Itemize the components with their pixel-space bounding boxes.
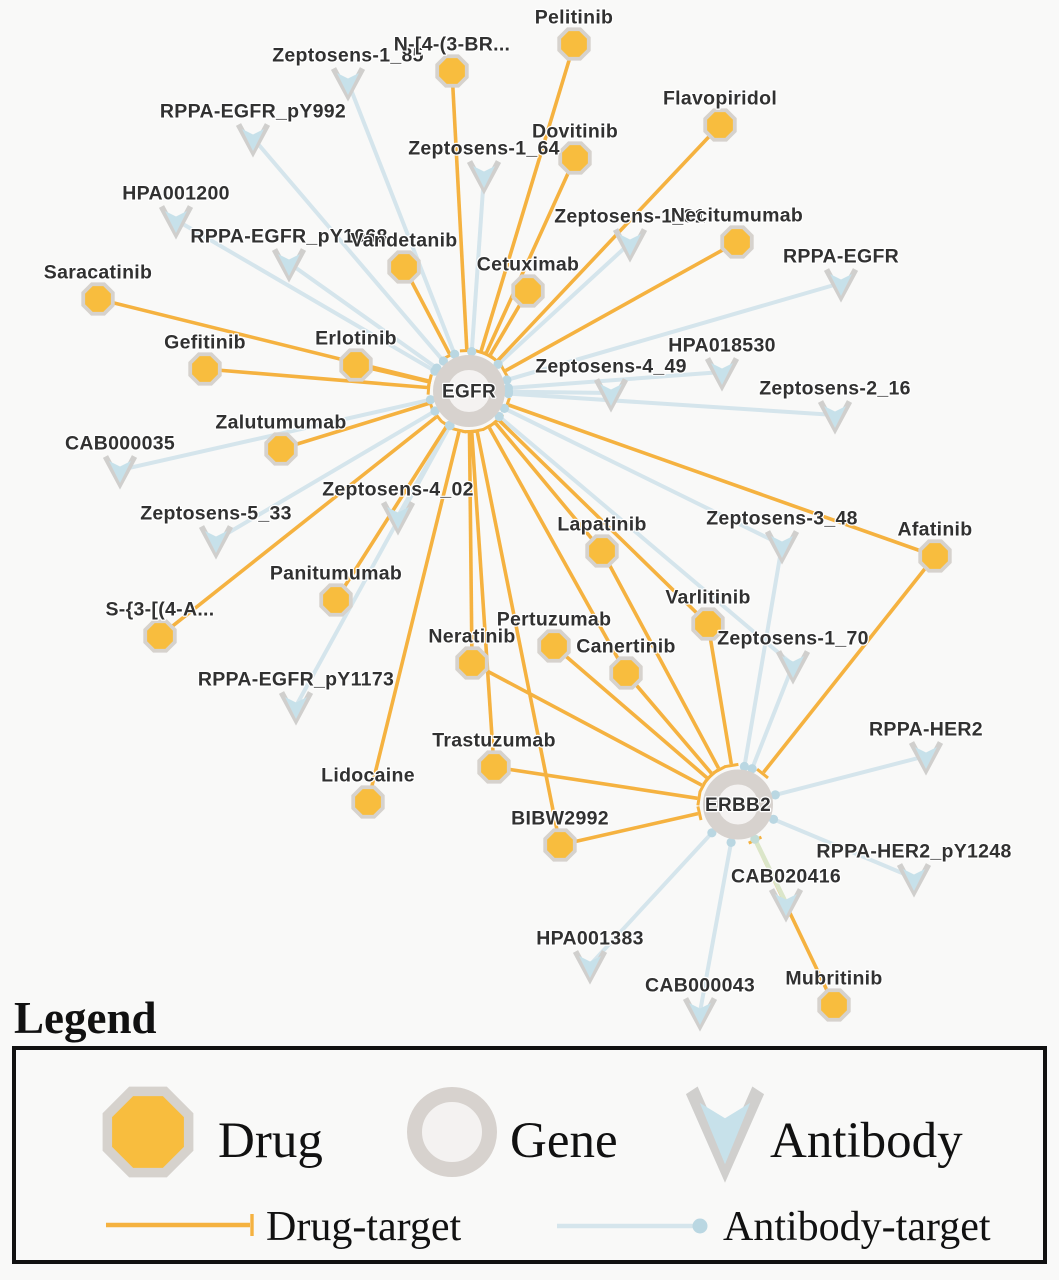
svg-text:RPPA-HER2: RPPA-HER2 — [869, 719, 983, 741]
svg-text:Lapatinib: Lapatinib — [557, 514, 646, 536]
svg-text:Zalutumumab: Zalutumumab — [215, 412, 346, 434]
svg-text:RPPA-EGFR_pY1173: RPPA-EGFR_pY1173 — [198, 669, 394, 691]
svg-text:Panitumumab: Panitumumab — [270, 563, 402, 585]
svg-text:HPA018530: HPA018530 — [668, 335, 776, 357]
svg-text:Cetuximab: Cetuximab — [477, 254, 579, 276]
svg-text:Flavopiridol: Flavopiridol — [663, 88, 777, 110]
svg-text:Drug-target: Drug-target — [266, 1204, 461, 1250]
svg-text:BIBW2992: BIBW2992 — [511, 808, 609, 830]
svg-text:Antibody-target: Antibody-target — [723, 1204, 991, 1250]
svg-text:Drug: Drug — [218, 1113, 323, 1169]
svg-text:Zeptosens-2_16: Zeptosens-2_16 — [759, 378, 911, 400]
svg-text:Zeptosens-3_48: Zeptosens-3_48 — [706, 508, 858, 530]
svg-text:HPA001200: HPA001200 — [122, 183, 230, 205]
svg-text:Vandetanib: Vandetanib — [350, 230, 457, 252]
svg-text:Necitumumab: Necitumumab — [671, 205, 803, 227]
svg-text:Pertuzumab: Pertuzumab — [497, 609, 612, 631]
svg-text:Gene: Gene — [510, 1113, 618, 1169]
svg-text:Saracatinib: Saracatinib — [44, 262, 152, 284]
svg-text:Gefitinib: Gefitinib — [164, 332, 246, 354]
svg-text:Zeptosens-4_49: Zeptosens-4_49 — [535, 356, 687, 378]
svg-text:CAB000043: CAB000043 — [645, 975, 755, 997]
svg-text:N-[4-(3-BR...: N-[4-(3-BR... — [394, 34, 511, 56]
svg-text:Trastuzumab: Trastuzumab — [432, 730, 556, 752]
svg-text:Erlotinib: Erlotinib — [315, 328, 397, 350]
svg-text:RPPA-EGFR: RPPA-EGFR — [783, 246, 899, 268]
svg-text:S-{3-[(4-A...: S-{3-[(4-A... — [106, 599, 215, 621]
svg-text:RPPA-EGFR_pY992: RPPA-EGFR_pY992 — [160, 101, 346, 123]
svg-text:Lidocaine: Lidocaine — [321, 765, 415, 787]
svg-text:Mubritinib: Mubritinib — [785, 968, 882, 990]
svg-text:Varlitinib: Varlitinib — [665, 587, 750, 609]
svg-text:Canertinib: Canertinib — [576, 636, 675, 658]
svg-text:HPA001383: HPA001383 — [536, 928, 644, 950]
svg-text:CAB000035: CAB000035 — [65, 433, 175, 455]
svg-text:EGFR: EGFR — [442, 382, 496, 403]
svg-text:ERBB2: ERBB2 — [705, 795, 771, 816]
svg-text:CAB020416: CAB020416 — [731, 866, 841, 888]
svg-text:Zeptosens-4_02: Zeptosens-4_02 — [322, 479, 474, 501]
svg-text:Legend: Legend — [14, 993, 157, 1043]
svg-text:Antibody: Antibody — [770, 1113, 963, 1169]
svg-text:Dovitinib: Dovitinib — [532, 121, 618, 143]
svg-text:Zeptosens-5_33: Zeptosens-5_33 — [140, 503, 292, 525]
svg-text:Pelitinib: Pelitinib — [535, 7, 614, 29]
svg-text:RPPA-HER2_pY1248: RPPA-HER2_pY1248 — [816, 841, 1011, 863]
svg-text:Zeptosens-1_70: Zeptosens-1_70 — [717, 628, 869, 650]
svg-text:Afatinib: Afatinib — [898, 519, 973, 541]
